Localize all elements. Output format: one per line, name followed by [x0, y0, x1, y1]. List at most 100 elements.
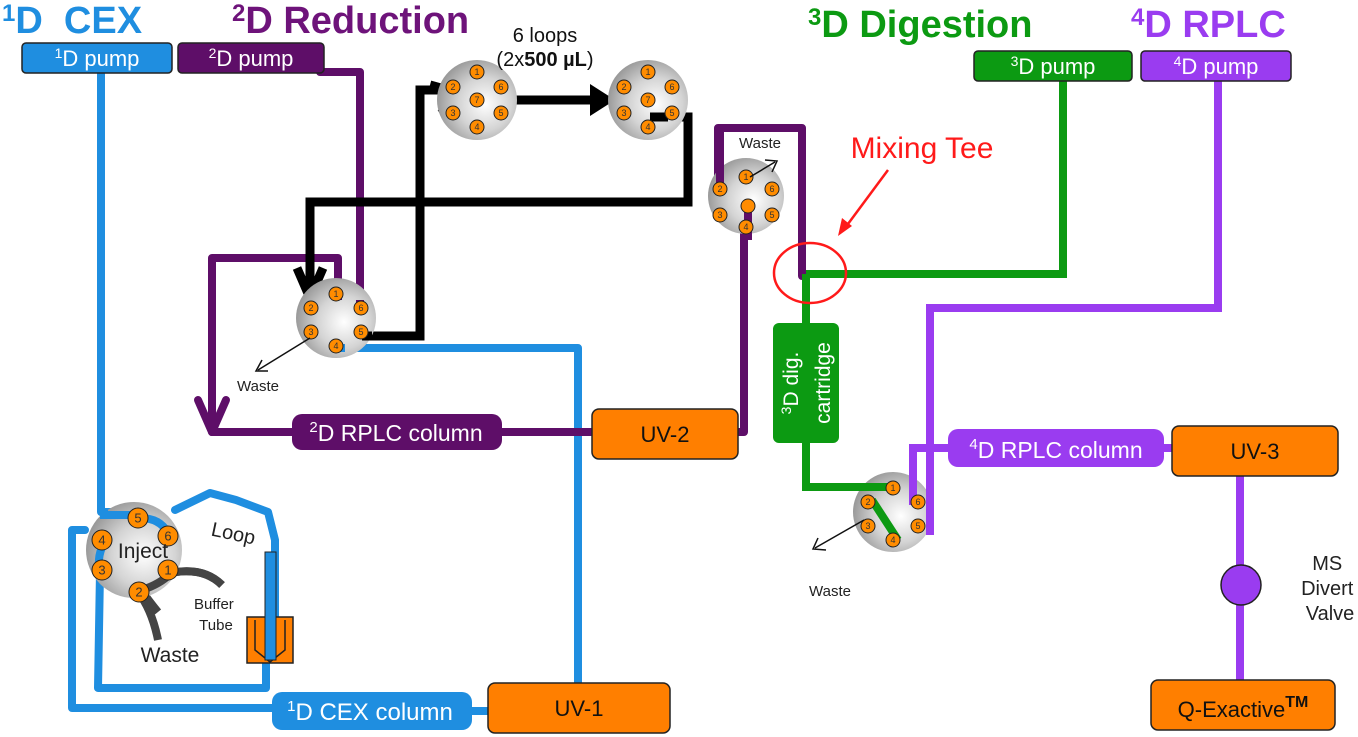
valve-port — [712, 207, 728, 223]
mixing-tee-circle — [772, 241, 848, 305]
valve-port — [445, 105, 461, 121]
buffer-tube-label: Buffer Tube — [194, 596, 238, 634]
valve-port — [157, 559, 179, 581]
svg-text:1D pump: 1D pump — [55, 45, 140, 71]
valve-port-number: 6 — [164, 529, 171, 544]
valve-port — [664, 105, 680, 121]
valve-port — [640, 119, 656, 135]
valve-port-number: 3 — [98, 563, 105, 578]
valve-port — [328, 338, 344, 354]
valve-port-number: 6 — [915, 497, 920, 507]
valve-port — [712, 181, 728, 197]
valve-port-number: 3 — [865, 521, 870, 531]
valve-port-number: 5 — [498, 108, 503, 118]
svg-text:UV-2: UV-2 — [641, 422, 690, 447]
svg-text:UV-1: UV-1 — [555, 696, 604, 721]
valve-port-number: 1 — [743, 172, 748, 182]
svg-text:Q-ExactiveTM: Q-ExactiveTM — [1178, 694, 1309, 722]
valve-port — [738, 219, 754, 235]
svg-text:3D pump: 3D pump — [1011, 53, 1096, 79]
waste-label-2d: Waste — [739, 135, 781, 152]
valve-port-number: 4 — [743, 222, 748, 232]
valve-port-number: 4 — [98, 533, 105, 548]
valve-port-number: 4 — [474, 122, 479, 132]
valve-port-number: 6 — [669, 82, 674, 92]
valve-port-number: 4 — [890, 535, 895, 545]
valve-port — [328, 286, 344, 302]
mixing-tee-arrowhead — [838, 218, 852, 236]
valve-port-number: 2 — [717, 184, 722, 194]
valve-port-number: 4 — [333, 341, 338, 351]
svg-text:cartridge: cartridge — [812, 342, 835, 424]
valve-port — [128, 581, 150, 603]
valve-port — [469, 92, 485, 108]
detector-uv3: UV-3 — [1171, 425, 1339, 477]
svg-text:2D pump: 2D pump — [209, 45, 294, 71]
rplc-tubing — [909, 74, 1244, 690]
reduction-flow-arrow — [194, 396, 230, 436]
valve-port — [860, 518, 876, 534]
valve-port-number: 5 — [134, 511, 141, 526]
mixing-tee-label: Mixing Tee — [851, 132, 994, 165]
valve-port-number: 7 — [645, 95, 650, 105]
loop-transfer-arrow — [590, 84, 615, 116]
valve-port-number: 2 — [135, 585, 142, 600]
svg-text:3D dig.: 3D dig. — [778, 352, 803, 415]
valve-port — [885, 532, 901, 548]
valve-port — [616, 105, 632, 121]
svg-text:UV-3: UV-3 — [1231, 439, 1280, 464]
valve-port-number: 5 — [358, 327, 363, 337]
svg-text:1D CEX column: 1D CEX column — [287, 698, 453, 726]
ms-divert-label: MS Divert Valve — [1301, 553, 1358, 625]
valve-port-number: 2 — [308, 303, 313, 313]
valve-port — [740, 198, 756, 214]
digestion-cartridge: 3D dig. cartridge — [773, 323, 839, 443]
column-1d-cex: 1D CEX column — [272, 692, 472, 730]
valve-port-number: 5 — [915, 521, 920, 531]
valve-port — [353, 300, 369, 316]
valve-port-number: 6 — [769, 184, 774, 194]
valve-port — [910, 494, 926, 510]
valve-port-number: 5 — [769, 210, 774, 220]
valve-port-number: 1 — [890, 483, 895, 493]
loop-label: Loop — [209, 519, 257, 550]
column-2d-rplc: 2D RPLC column — [292, 414, 502, 450]
valve-port-number: 3 — [308, 327, 313, 337]
valve-port — [493, 105, 509, 121]
valve-port — [469, 119, 485, 135]
detector-uv2: UV-2 — [591, 408, 739, 460]
valve-port-number: 1 — [333, 289, 338, 299]
valve-port — [664, 79, 680, 95]
pump-4d: 4D pump — [1140, 50, 1292, 82]
valve-port-number: 1 — [164, 563, 171, 578]
loops-label-line2: (2x500 µL) — [496, 49, 593, 71]
valve-port — [493, 79, 509, 95]
valve-port — [860, 494, 876, 510]
svg-text:2D RPLC column: 2D RPLC column — [309, 419, 482, 446]
svg-text:4D pump: 4D pump — [1174, 53, 1259, 79]
section-title-digestion: 3D Digestion — [808, 4, 1032, 46]
valve-port — [353, 324, 369, 340]
mass-spectrometer: Q-ExactiveTM — [1150, 679, 1336, 731]
valve-port — [764, 207, 780, 223]
valve-port — [91, 529, 113, 551]
valve-port — [910, 518, 926, 534]
pump-3d: 3D pump — [973, 50, 1133, 82]
detector-uv1: UV-1 — [487, 682, 671, 734]
waste-arrows — [254, 159, 865, 551]
section-title-rplc: 4D RPLC — [1131, 4, 1286, 46]
valve-port — [127, 507, 149, 529]
valve-port-number: 4 — [645, 122, 650, 132]
valve-port — [738, 169, 754, 185]
valve-port — [640, 92, 656, 108]
inject-waste-label: Waste — [141, 644, 200, 667]
svg-text:4D RPLC column: 4D RPLC column — [969, 436, 1142, 463]
column-4d-rplc: 4D RPLC column — [948, 429, 1164, 467]
valve-port-number: 2 — [865, 497, 870, 507]
inject-label: Inject — [118, 540, 168, 563]
valve-port-number: 6 — [498, 82, 503, 92]
valve-port-number: 3 — [717, 210, 722, 220]
pump-1d: 1D pump — [21, 42, 173, 74]
valve-port — [445, 79, 461, 95]
